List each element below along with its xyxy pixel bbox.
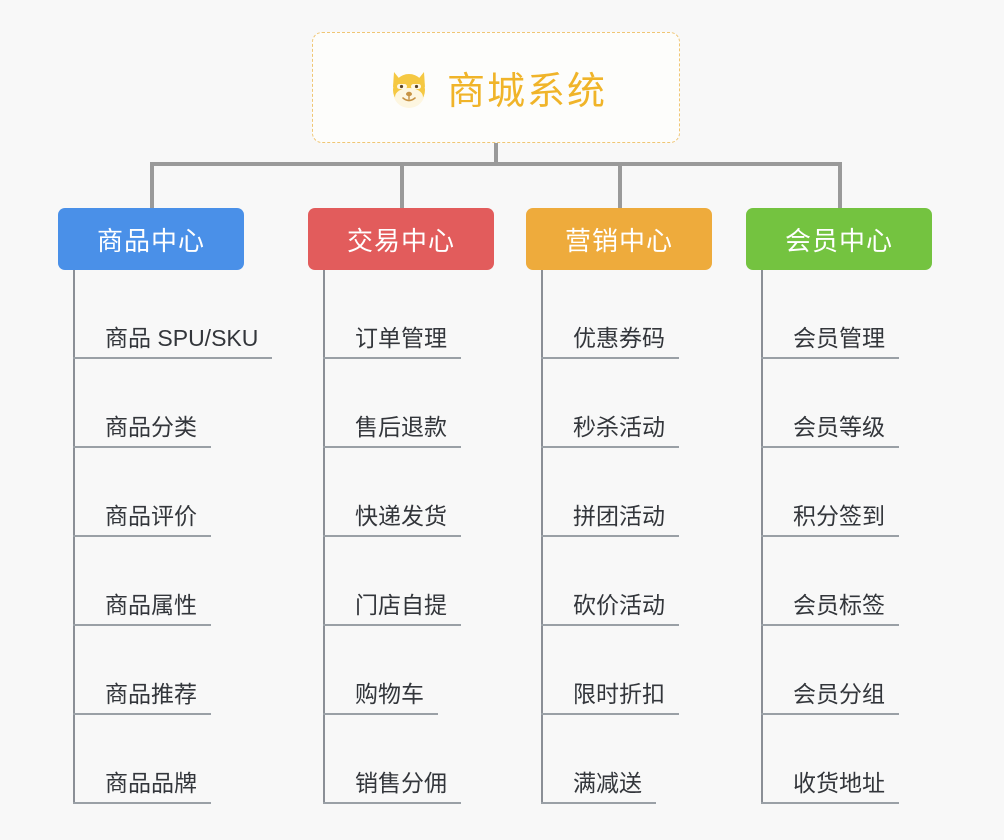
leaf-underline: 商品分类 — [73, 413, 211, 448]
leaf-item[interactable]: 会员管理 — [761, 270, 899, 359]
leaf-item[interactable]: 会员标签 — [761, 537, 899, 626]
leaf-item[interactable]: 商品 SPU/SKU — [73, 270, 273, 359]
leaf-underline: 优惠券码 — [541, 324, 679, 359]
leaf-underline: 砍价活动 — [541, 591, 679, 626]
leaf-item[interactable]: 秒杀活动 — [541, 359, 679, 448]
leaf-underline: 订单管理 — [323, 324, 461, 359]
leaf-underline: 满减送 — [541, 769, 656, 804]
connector-drop-2 — [618, 162, 622, 208]
leaf-label: 订单管理 — [355, 324, 447, 351]
category-label: 商品中心 — [96, 225, 205, 256]
leaf-item[interactable]: 售后退款 — [323, 359, 461, 448]
column-trunk — [73, 270, 75, 804]
category-box-trade[interactable]: 交易中心 — [308, 208, 494, 270]
leaf-label: 会员管理 — [793, 324, 885, 351]
leaf-label: 销售分佣 — [355, 769, 447, 796]
leaf-item[interactable]: 购物车 — [323, 626, 438, 715]
leaf-label: 收货地址 — [793, 769, 885, 796]
leaf-item[interactable]: 商品推荐 — [73, 626, 211, 715]
leaf-label: 商品推荐 — [105, 680, 197, 707]
leaf-label: 商品属性 — [105, 591, 197, 618]
connector-drop-3 — [838, 162, 842, 208]
leaf-item[interactable]: 销售分佣 — [323, 715, 461, 804]
leaf-item[interactable]: 积分签到 — [761, 448, 899, 537]
leaf-label: 限时折扣 — [573, 680, 665, 707]
leaf-label: 会员分组 — [793, 680, 885, 707]
leaf-underline: 商品推荐 — [73, 680, 211, 715]
leaf-underline: 商品评价 — [73, 502, 211, 537]
root-title: 商城系统 — [446, 71, 607, 113]
root-node[interactable]: 商城系统 — [312, 32, 680, 143]
column-trunk — [323, 270, 325, 804]
leaf-item[interactable]: 会员分组 — [761, 626, 899, 715]
leaf-label: 拼团活动 — [573, 502, 665, 529]
leaf-label: 秒杀活动 — [573, 413, 665, 440]
leaf-item[interactable]: 订单管理 — [323, 270, 461, 359]
leaf-label: 商品 SPU/SKU — [105, 324, 259, 351]
connector-root-stem — [494, 143, 498, 164]
leaf-item[interactable]: 商品属性 — [73, 537, 211, 626]
leaf-underline: 秒杀活动 — [541, 413, 679, 448]
leaf-label: 售后退款 — [355, 413, 447, 440]
connector-horizontal-bus — [150, 162, 842, 166]
leaf-underline: 限时折扣 — [541, 680, 679, 715]
leaf-underline: 会员等级 — [761, 413, 899, 448]
leaf-underline: 商品 SPU/SKU — [73, 324, 273, 359]
leaf-underline: 会员标签 — [761, 591, 899, 626]
leaf-label: 商品品牌 — [105, 769, 197, 796]
leaf-label: 会员等级 — [793, 413, 885, 440]
leaf-item[interactable]: 限时折扣 — [541, 626, 679, 715]
leaf-item[interactable]: 收货地址 — [761, 715, 899, 804]
connector-drop-0 — [150, 162, 154, 208]
leaf-underline: 会员管理 — [761, 324, 899, 359]
leaf-item[interactable]: 商品分类 — [73, 359, 211, 448]
leaf-underline: 销售分佣 — [323, 769, 461, 804]
leaf-item[interactable]: 优惠券码 — [541, 270, 679, 359]
leaf-label: 砍价活动 — [573, 591, 665, 618]
category-box-marketing[interactable]: 营销中心 — [526, 208, 712, 270]
category-label: 营销中心 — [564, 225, 673, 256]
column-trunk — [541, 270, 543, 804]
connector-drop-1 — [400, 162, 404, 208]
category-box-member[interactable]: 会员中心 — [746, 208, 932, 270]
leaf-underline: 商品属性 — [73, 591, 211, 626]
leaf-underline: 积分签到 — [761, 502, 899, 537]
leaf-underline: 快递发货 — [323, 502, 461, 537]
leaf-label: 商品评价 — [105, 502, 197, 529]
leaf-underline: 门店自提 — [323, 591, 461, 626]
leaf-underline: 收货地址 — [761, 769, 899, 804]
leaf-label: 优惠券码 — [573, 324, 665, 351]
leaf-label: 满减送 — [573, 769, 642, 796]
leaf-item[interactable]: 门店自提 — [323, 537, 461, 626]
leaf-item[interactable]: 砍价活动 — [541, 537, 679, 626]
leaf-item[interactable]: 快递发货 — [323, 448, 461, 537]
leaf-label: 会员标签 — [793, 591, 885, 618]
leaf-label: 购物车 — [355, 680, 424, 707]
leaf-label: 门店自提 — [355, 591, 447, 618]
leaf-item[interactable]: 商品品牌 — [73, 715, 211, 804]
leaf-item[interactable]: 满减送 — [541, 715, 656, 804]
leaf-underline: 售后退款 — [323, 413, 461, 448]
leaf-label: 积分签到 — [793, 502, 885, 529]
category-label: 交易中心 — [346, 225, 455, 256]
dog-face-icon — [385, 64, 433, 112]
leaf-underline: 购物车 — [323, 680, 438, 715]
leaf-item[interactable]: 拼团活动 — [541, 448, 679, 537]
leaf-item[interactable]: 会员等级 — [761, 359, 899, 448]
category-label: 会员中心 — [784, 225, 893, 256]
leaf-underline: 商品品牌 — [73, 769, 211, 804]
leaf-item[interactable]: 商品评价 — [73, 448, 211, 537]
category-box-product[interactable]: 商品中心 — [58, 208, 244, 270]
leaf-underline: 会员分组 — [761, 680, 899, 715]
leaf-underline: 拼团活动 — [541, 502, 679, 537]
column-trunk — [761, 270, 763, 804]
leaf-label: 快递发货 — [355, 502, 447, 529]
leaf-label: 商品分类 — [105, 413, 197, 440]
